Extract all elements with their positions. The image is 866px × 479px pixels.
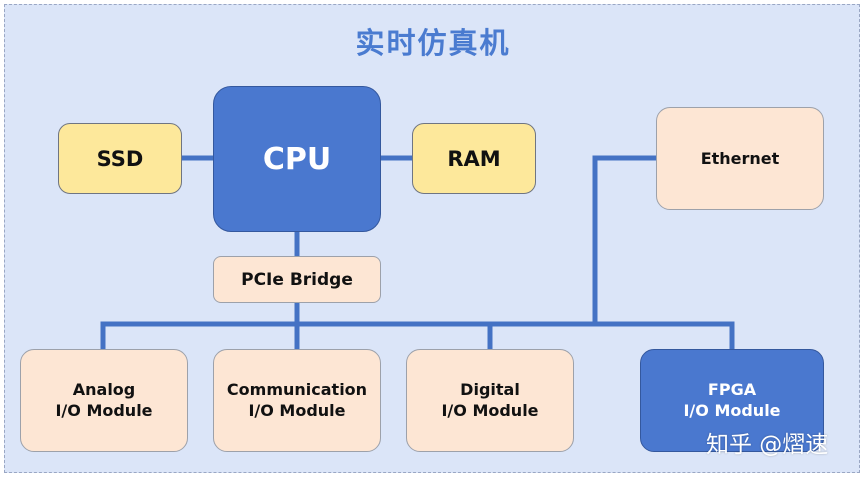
communication-io-label-line1: Communication <box>226 379 368 399</box>
ssd-box: SSD <box>58 123 182 194</box>
pcie-bridge-box: PCIe Bridge <box>213 256 381 303</box>
communication-io-box: Communication I/O Module <box>213 349 381 452</box>
digital-io-label-line2: I/O Module <box>441 400 539 420</box>
cpu-box: CPU <box>213 86 381 232</box>
ram-label: RAM <box>447 146 501 171</box>
ssd-label: SSD <box>96 146 144 171</box>
analog-io-label-line1: Analog <box>72 379 136 399</box>
digital-io-label-line1: Digital <box>460 379 520 399</box>
cpu-label: CPU <box>262 141 332 177</box>
pcie-bridge-label: PCIe Bridge <box>241 269 353 290</box>
ethernet-label: Ethernet <box>700 149 780 168</box>
fpga-io-label-line1: FPGA <box>707 379 757 399</box>
fpga-io-label-line2: I/O Module <box>683 400 781 420</box>
analog-io-label-line2: I/O Module <box>55 400 153 420</box>
ram-box: RAM <box>412 123 536 194</box>
fpga-io-box: FPGA I/O Module <box>640 349 824 452</box>
ethernet-box: Ethernet <box>656 107 824 210</box>
analog-io-box: Analog I/O Module <box>20 349 188 452</box>
communication-io-label-line2: I/O Module <box>248 400 346 420</box>
diagram-title: 实时仿真机 <box>355 26 511 60</box>
zhihu-watermark: 知乎 @熠速 <box>706 432 829 458</box>
digital-io-box: Digital I/O Module <box>406 349 574 452</box>
